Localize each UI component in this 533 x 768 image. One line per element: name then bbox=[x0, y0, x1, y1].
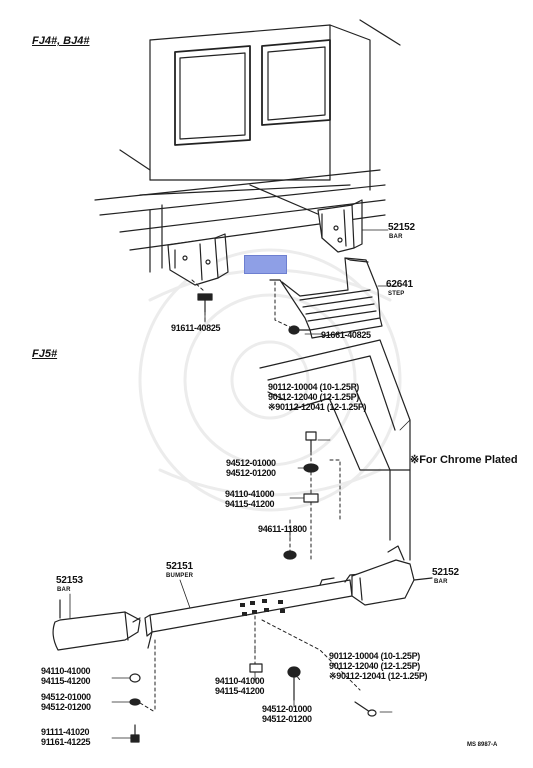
chrome-plated-note: ※For Chrome Plated bbox=[410, 454, 518, 466]
part-number-bolt-right-2[interactable]: 90112-12040 (12-1.25P) bbox=[329, 661, 420, 671]
part-number-washer-top-1[interactable]: 94512-01000 bbox=[226, 458, 276, 468]
model-header-upper: FJ4#, BJ4# bbox=[32, 35, 90, 47]
part-number-bar-upper[interactable]: 52152 bbox=[388, 222, 415, 233]
part-number-bolt-top-1[interactable]: 90112-10004 (10-1.25P) bbox=[268, 382, 359, 392]
diagram-footer-code: MS 8987-A bbox=[467, 742, 498, 748]
part-number-nut-left-2[interactable]: 94115-41200 bbox=[41, 676, 91, 686]
part-number-nut-left-1[interactable]: 94110-41000 bbox=[41, 666, 91, 676]
model-header-lower: FJ5# bbox=[32, 348, 58, 360]
upper-bolt-left bbox=[197, 293, 213, 313]
part-number-nut-mid-2[interactable]: 94115-41200 bbox=[215, 686, 265, 696]
lower-body-outline bbox=[259, 339, 411, 561]
upper-bar-bracket-right bbox=[317, 199, 363, 253]
part-name-bar-lower-left: BAR bbox=[57, 587, 71, 593]
part-number-washer-small[interactable]: 94611-11800 bbox=[258, 524, 307, 534]
part-number-washer-mid-2[interactable]: 94512-01200 bbox=[262, 714, 312, 724]
part-number-bolt-right-3[interactable]: ※90112-12041 (12-1.25P) bbox=[329, 671, 428, 681]
part-number-bar-lower-right[interactable]: 52152 bbox=[432, 567, 459, 578]
lower-right-bolt bbox=[354, 701, 377, 717]
part-number-bolt-top-2[interactable]: 90112-12040 (12-1.25P) bbox=[268, 392, 359, 402]
part-number-bolt-top-3[interactable]: ※90112-12041 (12-1.25P) bbox=[268, 402, 367, 412]
part-number-washer-left-1[interactable]: 94512-01000 bbox=[41, 692, 91, 702]
part-number-bumper[interactable]: 52151 bbox=[166, 561, 193, 572]
part-number-nut-top-2[interactable]: 94115-41200 bbox=[225, 499, 275, 509]
part-number-washer-top-2[interactable]: 94512-01200 bbox=[226, 468, 276, 478]
bumper-beam bbox=[144, 573, 363, 649]
lower-mid-hardware bbox=[249, 663, 301, 701]
part-number-washer-left-2[interactable]: 94512-01200 bbox=[41, 702, 91, 712]
part-number-bolt-right-1[interactable]: 90112-10004 (10-1.25P) bbox=[329, 651, 420, 661]
part-name-step: STEP bbox=[388, 291, 405, 297]
part-name-bar-upper: BAR bbox=[389, 234, 403, 240]
part-name-bumper: BUMPER bbox=[166, 573, 194, 579]
part-name-bar-lower-right: BAR bbox=[434, 579, 448, 585]
part-number-bolt-left-1[interactable]: 91111-41020 bbox=[41, 727, 90, 737]
vehicle-body-rear bbox=[119, 19, 401, 191]
upper-bar-bracket-left bbox=[167, 233, 229, 286]
part-number-upper-bolt-right[interactable]: 91661-40825 bbox=[321, 330, 371, 340]
part-number-upper-bolt-left[interactable]: 91611-40825 bbox=[171, 323, 221, 333]
part-highlight-box[interactable] bbox=[244, 255, 287, 274]
part-number-bar-lower-left[interactable]: 52153 bbox=[56, 575, 83, 586]
step-assembly bbox=[269, 257, 383, 339]
lower-dashed-leaders bbox=[134, 451, 361, 713]
lower-bar-left bbox=[52, 599, 141, 651]
part-number-nut-mid-1[interactable]: 94110-41000 bbox=[215, 676, 265, 686]
part-number-nut-top-1[interactable]: 94110-41000 bbox=[225, 489, 275, 499]
part-number-washer-mid-1[interactable]: 94512-01000 bbox=[262, 704, 312, 714]
part-number-step[interactable]: 62641 bbox=[386, 279, 413, 290]
part-number-bolt-left-2[interactable]: 91161-41225 bbox=[41, 737, 91, 747]
lower-left-hardware bbox=[129, 673, 141, 743]
upper-bolt-right bbox=[288, 325, 311, 335]
lower-bar-right bbox=[351, 545, 433, 606]
